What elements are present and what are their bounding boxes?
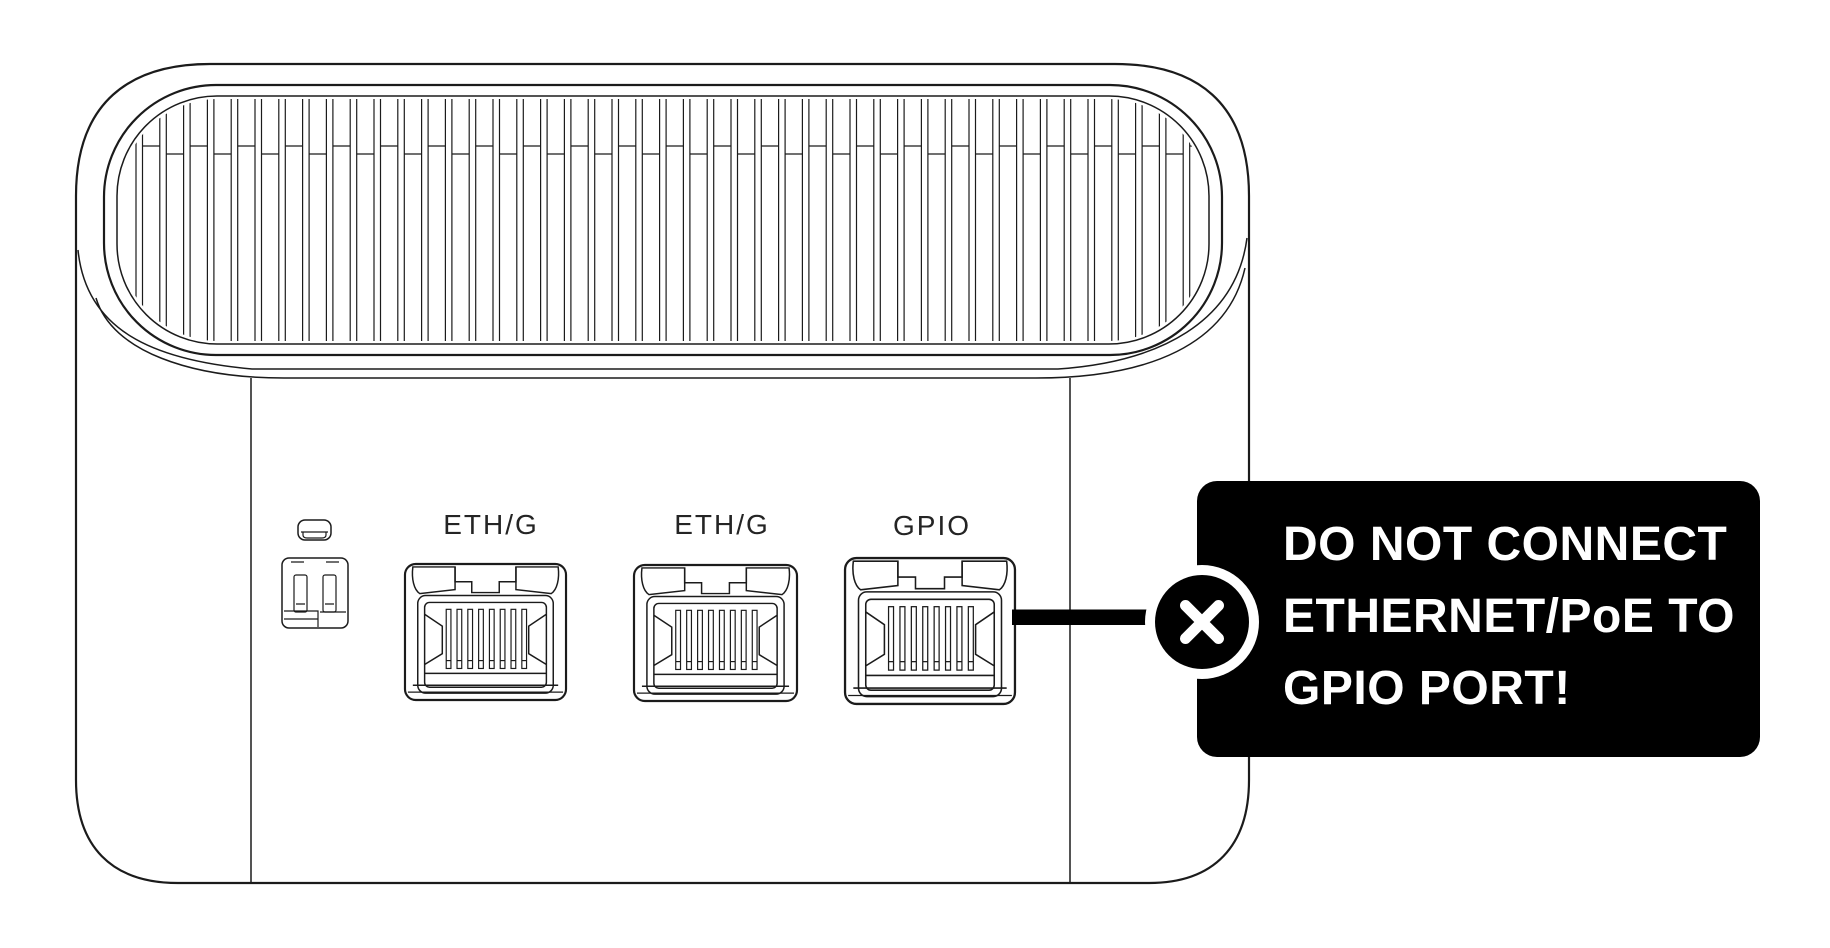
rj45-detail xyxy=(445,608,452,670)
rj45-detail xyxy=(697,609,703,671)
rj45-detail xyxy=(857,591,1003,698)
rj45-detail xyxy=(758,614,778,667)
rj45-detail xyxy=(944,606,952,671)
eth-port-2-label: ETH/G xyxy=(674,509,770,540)
warning-text-line-2: ETHERNET/PoE TO xyxy=(1283,590,1735,643)
rj45-detail xyxy=(640,567,686,596)
rj45-detail xyxy=(852,560,899,591)
gpio-port-label: GPIO xyxy=(892,510,972,541)
rj45-detail xyxy=(910,606,917,671)
rj45-detail xyxy=(683,567,748,595)
warning-callout xyxy=(1012,481,1760,757)
rj45-detail xyxy=(510,608,517,670)
rj45-detail xyxy=(632,563,799,703)
rj45-detail xyxy=(718,609,725,671)
rj45-detail xyxy=(417,594,554,694)
rj45-detail xyxy=(423,601,548,688)
rj45-detail xyxy=(707,609,714,671)
rj45-detail xyxy=(899,606,906,671)
reset-slot xyxy=(297,519,332,541)
rj45-detail xyxy=(751,609,758,671)
rj45-detail xyxy=(729,609,736,671)
rj45-detail xyxy=(403,562,568,702)
rj45-detail xyxy=(843,556,1017,706)
warning-box xyxy=(1197,481,1760,757)
rj45-detail xyxy=(933,606,940,671)
rj45-detail xyxy=(499,608,506,670)
rj45-detail xyxy=(686,609,693,671)
rj45-detail xyxy=(478,608,484,670)
rj45-detail xyxy=(521,608,528,670)
device-body-outline xyxy=(74,62,1251,885)
x-circle-icon xyxy=(1145,565,1259,679)
rj45-detail xyxy=(646,595,785,695)
eth-port-2 xyxy=(632,563,799,703)
rj45-detail xyxy=(922,606,929,671)
rj45-detail xyxy=(887,606,895,671)
warning-connector-line xyxy=(1012,609,1154,625)
rj45-detail xyxy=(897,561,963,590)
rj45-detail xyxy=(865,611,886,667)
gpio-port xyxy=(843,556,1017,706)
rj45-detail xyxy=(956,606,963,671)
warning-text-line-1: DO NOT CONNECT xyxy=(1283,518,1728,571)
rj45-detail xyxy=(515,566,560,595)
rj45-detail xyxy=(454,566,517,594)
rj45-detail xyxy=(745,567,791,596)
rj45-detail xyxy=(488,608,495,670)
rj45-detail xyxy=(653,602,778,689)
rj45-detail xyxy=(424,613,444,666)
rj45-detail xyxy=(961,560,1008,591)
vent-slats xyxy=(135,99,1206,341)
warning-text-line-3: GPIO PORT! xyxy=(1283,662,1571,715)
rj45-detail xyxy=(675,609,682,671)
rj45-detail xyxy=(456,608,463,670)
rj45-detail xyxy=(653,614,673,667)
rj45-detail xyxy=(864,598,996,691)
eth-port-1 xyxy=(403,562,568,702)
rj45-detail xyxy=(411,566,456,595)
power-terminal-2pin xyxy=(281,557,349,629)
rj45-detail xyxy=(967,606,974,671)
vent-grille xyxy=(102,83,1224,357)
eth-port-1-label: ETH/G xyxy=(443,509,539,540)
rj45-detail xyxy=(467,608,474,670)
rj45-detail xyxy=(974,611,995,667)
rj45-detail xyxy=(740,609,747,671)
rj45-detail xyxy=(527,613,547,666)
